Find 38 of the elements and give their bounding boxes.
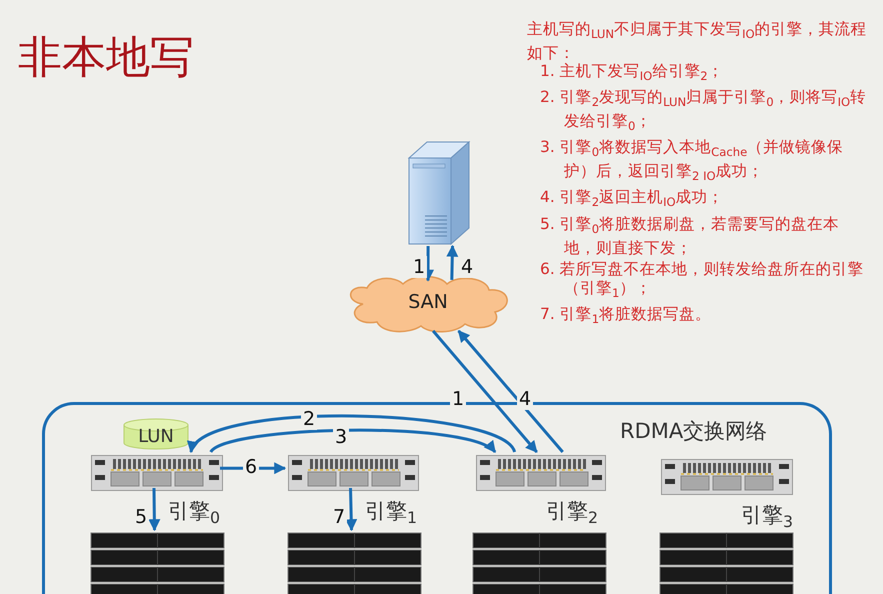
paragraph: 主机写的$_{LUN}$不归属于其下发写$_{IO}$的引擎，其流程如下： bbox=[527, 20, 867, 62]
list-item: 1. 主机下发写$_{IO}$给引擎$_{2}$； bbox=[540, 62, 725, 86]
arrow bbox=[148, 488, 160, 532]
arrow bbox=[432, 330, 538, 453]
list-item: 2. 引擎$_{2}$发现写的$_{LUN}$归属于引擎$_{0}$，则将写$_{IO}$转发给引擎$_{0}$； bbox=[540, 88, 868, 136]
list-item: 5. 引擎$_{0}$将脏数据刷盘，若需要写的盘在本地，则直接下发； bbox=[540, 214, 840, 258]
list-item: 3. 引擎$_{0}$将数据写入本地$_{Cache}$（并做镜像保护）后，返回引擎$_{2 IO}$成功； bbox=[540, 138, 844, 186]
arrow bbox=[457, 330, 564, 453]
lun-label: LUN bbox=[137, 426, 175, 447]
controller-drawing bbox=[476, 455, 606, 491]
arrow bbox=[345, 488, 358, 532]
controller-drawing bbox=[288, 455, 419, 491]
controller-drawing bbox=[91, 455, 223, 491]
disk-shelf-drawing bbox=[473, 533, 606, 594]
engine-label: 引擎$_{0}$ bbox=[168, 498, 220, 528]
arrow bbox=[220, 462, 286, 474]
lun-cylinder bbox=[123, 418, 189, 450]
list-item: 7. 引擎$_{1}$将脏数据写盘。 bbox=[540, 304, 712, 328]
engine-label: 引擎$_{1}$ bbox=[365, 498, 418, 528]
edge-label: 1 bbox=[411, 256, 428, 278]
arrow bbox=[210, 428, 496, 454]
controller-drawing bbox=[661, 459, 793, 495]
server-drawing bbox=[405, 140, 471, 246]
arrow bbox=[190, 414, 516, 453]
arrow bbox=[446, 244, 458, 280]
list-item: 4. 引擎$_{2}$返回主机$_{IO}$成功； bbox=[540, 188, 725, 212]
title: 非本地写 bbox=[18, 31, 194, 85]
list-item: 6. 若所写盘不在本地，则转发给盘所在的引擎（引擎$_{1}$）； bbox=[540, 260, 865, 302]
edge-label: 4 bbox=[459, 256, 476, 278]
engine-label: 引擎$_{3}$ bbox=[741, 502, 794, 532]
disk-shelf-drawing bbox=[288, 533, 421, 594]
region-label: RDMA交换网络 bbox=[620, 418, 768, 445]
engine-label: 引擎$_{2}$ bbox=[546, 498, 598, 528]
cloud-label: SAN bbox=[407, 291, 449, 313]
edge-label: 4 bbox=[517, 388, 534, 410]
disk-shelf-drawing bbox=[91, 533, 224, 594]
edge-label: 2 bbox=[301, 408, 318, 430]
disk-shelf-drawing bbox=[660, 533, 793, 594]
